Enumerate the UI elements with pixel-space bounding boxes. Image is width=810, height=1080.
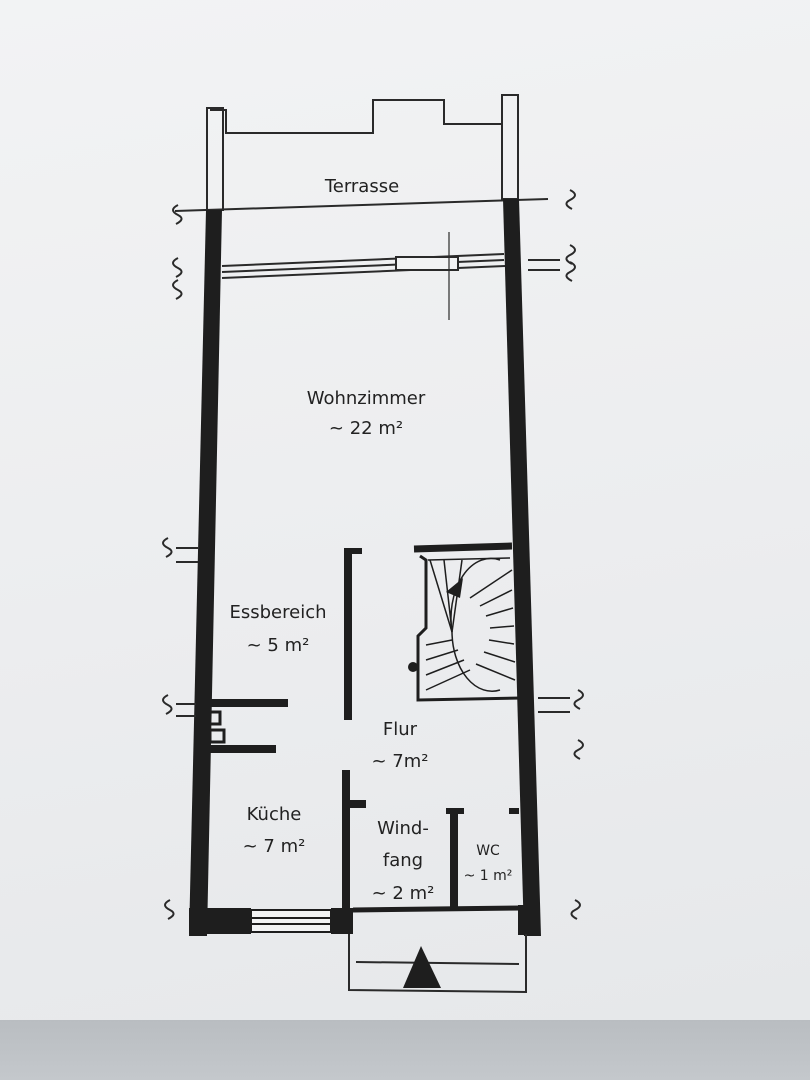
kitchen-wall-mid bbox=[206, 745, 276, 753]
area-kueche: ~ 7 m² bbox=[243, 836, 306, 857]
label-windfang-line1: Wind- bbox=[377, 818, 429, 839]
wc-wall-cap bbox=[446, 808, 464, 814]
label-essbereich: Essbereich bbox=[229, 602, 326, 623]
bottom-wall-left bbox=[189, 908, 251, 934]
wc-door-stub bbox=[509, 808, 519, 814]
interior-wall-center-cap bbox=[344, 548, 362, 554]
kitchen-window bbox=[250, 909, 332, 933]
area-flur: ~ 7m² bbox=[371, 751, 428, 772]
entrance-landing bbox=[348, 934, 527, 994]
stair-direction-arrow-icon bbox=[446, 578, 463, 598]
table-surface bbox=[0, 1020, 810, 1080]
right-outer-wall bbox=[503, 199, 541, 936]
label-terrasse: Terrasse bbox=[324, 176, 399, 197]
entrance-arrow-icon bbox=[403, 946, 441, 988]
terrace-window bbox=[221, 232, 506, 320]
kitchen-wall-top bbox=[206, 699, 288, 707]
chimney-shaft bbox=[204, 710, 226, 744]
break-marks bbox=[162, 189, 584, 920]
label-windfang-line2: fang bbox=[383, 850, 423, 871]
windfang-wall-left bbox=[342, 770, 350, 910]
label-flur: Flur bbox=[383, 719, 418, 740]
windfang-wall-notch bbox=[350, 800, 366, 808]
area-windfang: ~ 2 m² bbox=[372, 883, 435, 904]
area-wc: ~ 1 m² bbox=[464, 868, 513, 884]
interior-wall-center bbox=[344, 548, 352, 720]
left-outer-wall bbox=[189, 210, 222, 936]
area-wohnzimmer: ~ 22 m² bbox=[329, 418, 403, 439]
staircase bbox=[413, 542, 523, 702]
label-kueche: Küche bbox=[247, 804, 302, 825]
entrance-threshold bbox=[352, 905, 523, 913]
wc-wall bbox=[450, 810, 458, 910]
label-wohnzimmer: Wohnzimmer bbox=[307, 388, 426, 409]
bottom-wall-mid bbox=[331, 908, 353, 934]
label-wc: WC bbox=[476, 843, 500, 859]
stair-start-dot bbox=[408, 662, 418, 672]
terrace-edge-line bbox=[174, 198, 549, 212]
paper-sheet bbox=[0, 0, 810, 1020]
area-essbereich: ~ 5 m² bbox=[247, 635, 310, 656]
bottom-wall-right bbox=[518, 905, 540, 935]
